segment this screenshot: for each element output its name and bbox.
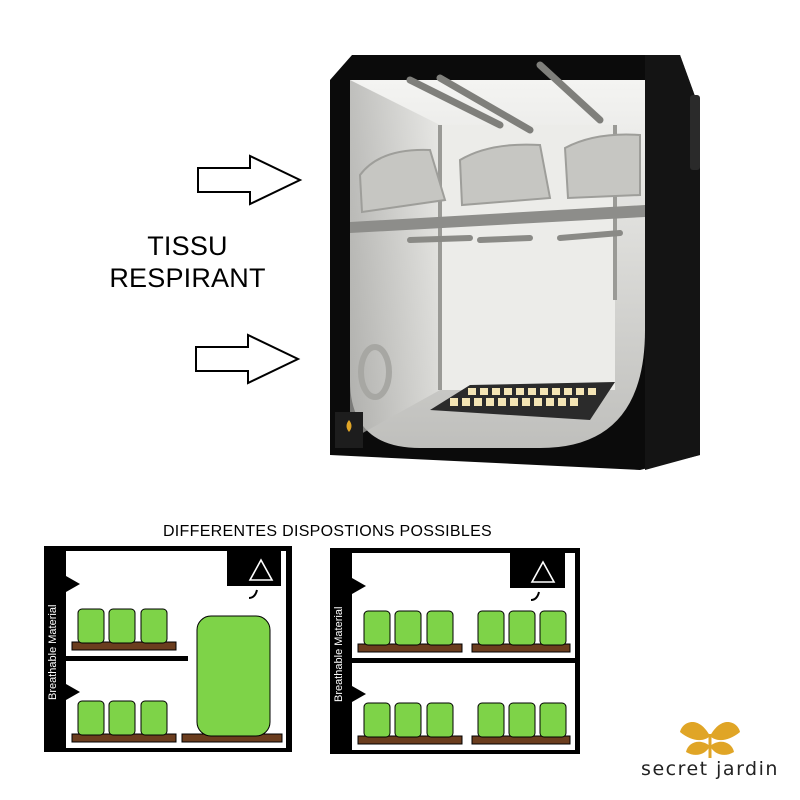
- shelf: [66, 656, 188, 661]
- caption: TISSU RESPIRANT: [100, 230, 275, 294]
- upper-grow-lights: [406, 61, 604, 134]
- diagrams-heading: DIFFERENTES DISPOSTIONS POSSIBLES: [162, 523, 493, 540]
- grow-tent-illustration: [195, 55, 700, 470]
- leaf-logo-icon: [680, 721, 740, 758]
- vent-marker: [66, 576, 80, 592]
- layout-diagram-right: [330, 548, 580, 754]
- plant-group: [363, 702, 454, 738]
- caption-line2: RESPIRANT: [109, 263, 266, 293]
- lower-grow-lights: [407, 230, 623, 243]
- upper-shelf: [350, 205, 645, 233]
- arrow-right-icon: [195, 333, 301, 385]
- side-label: Breathable Material: [47, 604, 59, 700]
- caption-line1: TISSU: [147, 231, 228, 261]
- plant-group: [77, 700, 168, 736]
- tent-side-wall: [645, 55, 700, 470]
- propagator-domes: [358, 133, 641, 214]
- side-vent: [690, 95, 700, 170]
- layout-diagram-left: [44, 546, 292, 752]
- side-label: Breathable Material: [333, 606, 345, 702]
- arrow-right-icon: [197, 154, 303, 206]
- vent-marker: [352, 686, 366, 702]
- vent-marker: [352, 578, 366, 594]
- plant-group: [363, 610, 454, 646]
- plant-group: [77, 608, 168, 644]
- shelf: [352, 658, 575, 663]
- vent-marker: [66, 684, 80, 700]
- plant-group: [477, 702, 567, 738]
- brand-name: secret jardin: [641, 758, 779, 780]
- plant-group: [477, 610, 567, 646]
- plug-grid: [450, 388, 596, 406]
- tall-plant: [196, 615, 271, 737]
- duct-coil: [358, 344, 392, 400]
